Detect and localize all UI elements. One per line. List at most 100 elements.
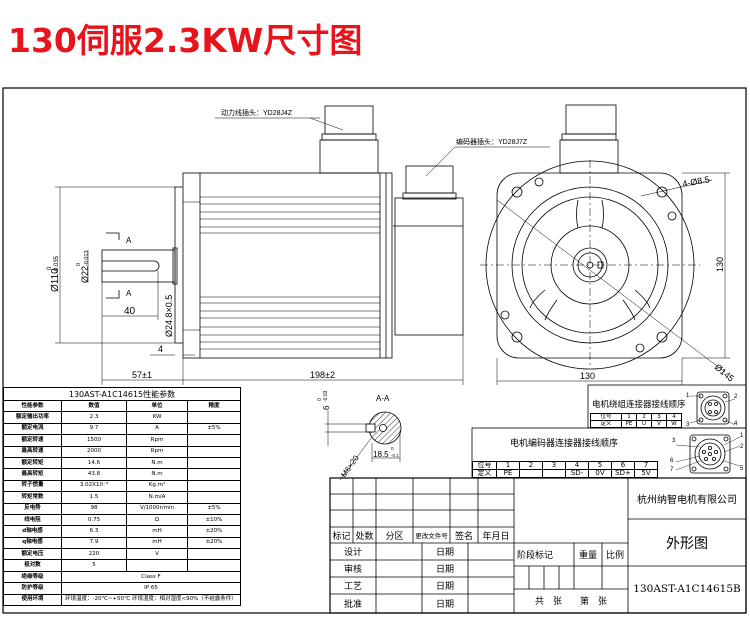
param-precision — [187, 468, 241, 481]
param-row: 使用环境环境温度：-20℃~+50℃ 环境湿度：相对湿度<90%（不结露条件） — [3, 593, 241, 607]
pin-definition: W — [666, 420, 682, 428]
param-value: 5 — [61, 559, 127, 572]
dim-square-width: 130 — [580, 371, 595, 381]
rev-header: 年月日 — [482, 531, 510, 542]
role-review: 审核 — [343, 565, 362, 575]
pin-number: 2 — [519, 461, 543, 470]
param-value: 7.9 — [61, 536, 127, 550]
param-value: 6.3 — [61, 525, 127, 538]
param-name: d轴电感 — [3, 525, 62, 538]
sheet-count: 共 张 第 张 — [534, 597, 607, 607]
pin-definition — [542, 469, 566, 478]
row-label: 定义 — [590, 420, 622, 428]
param-table-title: 130AST-A1C14615性能参数 — [3, 387, 241, 401]
pin-definition: 5V — [634, 469, 658, 478]
winding-callout-1: 1 — [686, 393, 690, 399]
key-depth: 18.5 — [373, 450, 389, 459]
pin-number: 3 — [542, 461, 566, 470]
drawing-name: 外形图 — [666, 535, 708, 552]
date-label: 日期 — [435, 599, 454, 610]
param-precision — [187, 411, 241, 424]
param-precision: ±10% — [187, 513, 241, 527]
encoder-connector-title: 电机编码器连接器接线顺序 — [510, 439, 619, 449]
weight-label: 重量 — [578, 551, 597, 561]
param-name: 额定电流 — [3, 422, 62, 436]
param-value: 1.5 — [61, 491, 127, 504]
rev-header: 分区 — [385, 531, 404, 542]
rev-header: 签名 — [454, 531, 473, 542]
dim-shaft-tol-upper: 0 — [76, 263, 82, 266]
dim-pilot-dia: Ø24.8×0.5 — [164, 295, 174, 337]
param-value: 2.3 — [61, 411, 127, 424]
key-width-tol-upper: 0 — [317, 398, 323, 401]
dim-square-height: 130 — [715, 257, 725, 272]
param-name: 绝缘等级 — [3, 570, 62, 584]
param-name: 极对数 — [3, 559, 62, 572]
mounting-holes — [500, 177, 677, 353]
param-precision: ±20% — [187, 525, 241, 538]
param-value: 环境温度：-20℃~+50℃ 环境湿度：相对湿度<90%（不结露条件） — [61, 593, 241, 607]
pin-definition: PE — [621, 420, 637, 428]
pin-definition: PE — [496, 469, 520, 478]
param-unit: Ω — [126, 513, 188, 527]
param-name: 额定电压 — [3, 548, 62, 561]
param-precision: ±20% — [187, 536, 241, 550]
winding-connector-icon — [689, 391, 736, 426]
param-unit: Rpm — [126, 434, 188, 447]
power-connector-icon — [319, 139, 379, 174]
encoder-callout-5: 5 — [740, 466, 744, 472]
pin-number: 2 — [636, 413, 652, 421]
param-precision — [187, 434, 241, 447]
param-precision — [187, 548, 241, 561]
rev-header: 更改文件号 — [415, 532, 448, 540]
model-number: 130AST-A1C14615B — [633, 583, 741, 595]
param-name: 额定转矩 — [3, 456, 62, 470]
param-value: IP 65 — [61, 582, 241, 595]
row-label: 位号 — [590, 413, 622, 421]
date-label: 日期 — [435, 582, 454, 592]
param-header: 单位 — [126, 399, 188, 413]
param-unit — [126, 559, 188, 572]
param-value: 220 — [61, 548, 127, 561]
encoder-connector-label: 编码器插头：YD28J7Z — [456, 137, 528, 146]
param-name: 最高转矩 — [3, 468, 62, 481]
encoder-callout-2: 2 — [740, 444, 744, 450]
param-value: Class F — [61, 570, 241, 584]
key-width-tol: -0.03 — [323, 390, 329, 402]
encoder-callout-6: 6 — [670, 458, 674, 464]
pin-definition: U — [636, 420, 652, 428]
param-unit: Kg.m² — [126, 479, 188, 493]
date-label: 日期 — [435, 548, 454, 558]
param-name: 转子惯量 — [3, 479, 62, 493]
param-name: 额定转速 — [3, 434, 62, 447]
rev-header: 处数 — [355, 531, 374, 542]
encoder-callout-7: 7 — [670, 467, 674, 473]
param-value: 2000 — [61, 445, 127, 458]
param-unit: N.m — [126, 456, 188, 470]
pin-number: 3 — [651, 413, 667, 421]
param-precision — [187, 456, 241, 470]
encoder-callout-1: 1 — [740, 433, 744, 439]
winding-callout-2: 2 — [734, 394, 738, 400]
section-label: A-A — [376, 394, 390, 403]
dim-flange-dia: Ø110 — [50, 268, 61, 292]
dim-pcd: Ø145 — [713, 362, 736, 384]
param-unit: N.m/A — [126, 491, 188, 504]
dim-shaft-length: 57±1 — [132, 370, 152, 380]
dim-flange-tol-lower: -0.035 — [54, 255, 60, 273]
param-name: 转矩常数 — [3, 491, 62, 504]
param-precision — [187, 491, 241, 504]
pin-definition: 0V — [588, 469, 612, 478]
param-unit: V — [126, 548, 188, 561]
